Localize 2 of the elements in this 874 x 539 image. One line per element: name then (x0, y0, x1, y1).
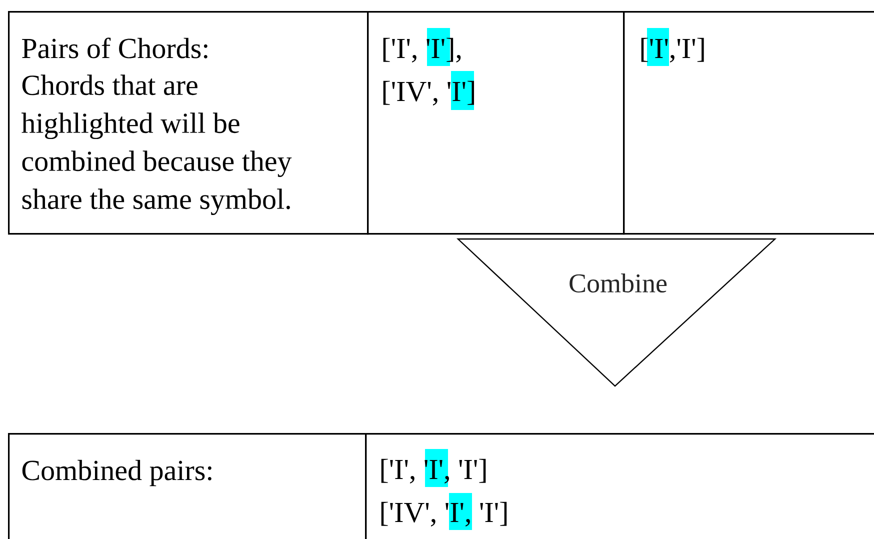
table-cell: Pairs of Chords: Chords that are highlighted will be combined because they share the same symbol. (8, 11, 369, 235)
table-cell: Combined pairs: (8, 433, 367, 539)
